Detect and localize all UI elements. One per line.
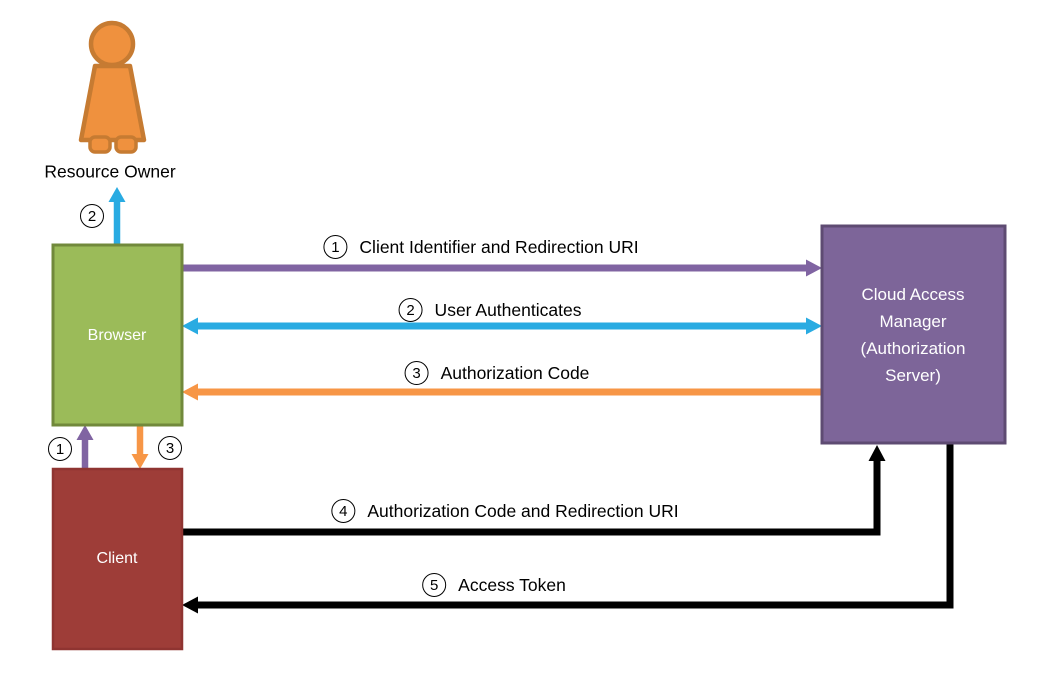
client-box-label: Client xyxy=(96,550,138,567)
flow-4-label: 4 Authorization Code and Redirection URI xyxy=(331,499,679,523)
client-box xyxy=(51,467,184,651)
person-icon xyxy=(78,20,147,154)
flow-1-arrow xyxy=(182,259,822,277)
auth-server-box-label: Cloud Access Manager (Authorization Serv… xyxy=(860,285,966,385)
flow-3-label-text: Authorization Code xyxy=(440,362,590,383)
flow-4-label-text: Authorization Code and Redirection URI xyxy=(367,500,679,521)
flow-5-arrow xyxy=(182,444,954,614)
flow-1-arrowhead xyxy=(806,259,822,277)
flow-2-step-badge: 2 xyxy=(398,298,423,322)
person-body xyxy=(78,63,147,143)
connector-2-arrowhead xyxy=(108,187,126,202)
flow-2-arrowhead-right xyxy=(806,317,822,335)
connector-1-arrowhead xyxy=(76,425,94,440)
person-head xyxy=(88,20,136,68)
browser-box xyxy=(51,243,184,427)
flow-2-arrow xyxy=(182,317,822,335)
flow-5-step-badge: 5 xyxy=(422,573,447,597)
connector-1-arrow xyxy=(76,425,94,469)
flow-5-arrowhead xyxy=(182,596,198,614)
flow-4-step-badge: 4 xyxy=(331,499,356,523)
flow-3-label: 3 Authorization Code xyxy=(404,361,590,385)
connector-3-arrow xyxy=(131,425,149,469)
connector-2-arrow xyxy=(108,187,126,245)
flow-1-label-text: Client Identifier and Redirection URI xyxy=(359,236,639,257)
person-right-foot xyxy=(114,135,138,154)
flow-1-step-badge: 1 xyxy=(323,235,348,259)
flow-2-arrowhead-left xyxy=(182,317,198,335)
flow-4-arrow xyxy=(182,445,886,536)
flow-5-line xyxy=(197,444,954,609)
resource-owner-label: Resource Owner xyxy=(44,161,176,182)
person-left-foot xyxy=(88,135,112,154)
connector-3-arrowhead xyxy=(131,454,149,469)
connector-1-step-badge: 1 xyxy=(48,437,72,461)
browser-box-label: Browser xyxy=(87,327,147,344)
flow-2-label-text: User Authenticates xyxy=(434,299,582,320)
connector-3-step-badge: 3 xyxy=(158,436,182,460)
auth-server-box xyxy=(820,224,1007,445)
flow-4-line xyxy=(182,460,881,536)
connector-2-step-badge: 2 xyxy=(80,204,104,228)
flow-3-arrowhead xyxy=(182,383,198,401)
flow-3-arrow xyxy=(182,383,822,401)
flow-4-arrowhead xyxy=(868,445,886,461)
flow-1-label: 1 Client Identifier and Redirection URI xyxy=(323,235,639,259)
flow-5-label-text: Access Token xyxy=(458,574,566,595)
flow-5-label: 5 Access Token xyxy=(422,573,566,597)
flow-2-label: 2 User Authenticates xyxy=(398,298,582,322)
flow-3-step-badge: 3 xyxy=(404,361,429,385)
